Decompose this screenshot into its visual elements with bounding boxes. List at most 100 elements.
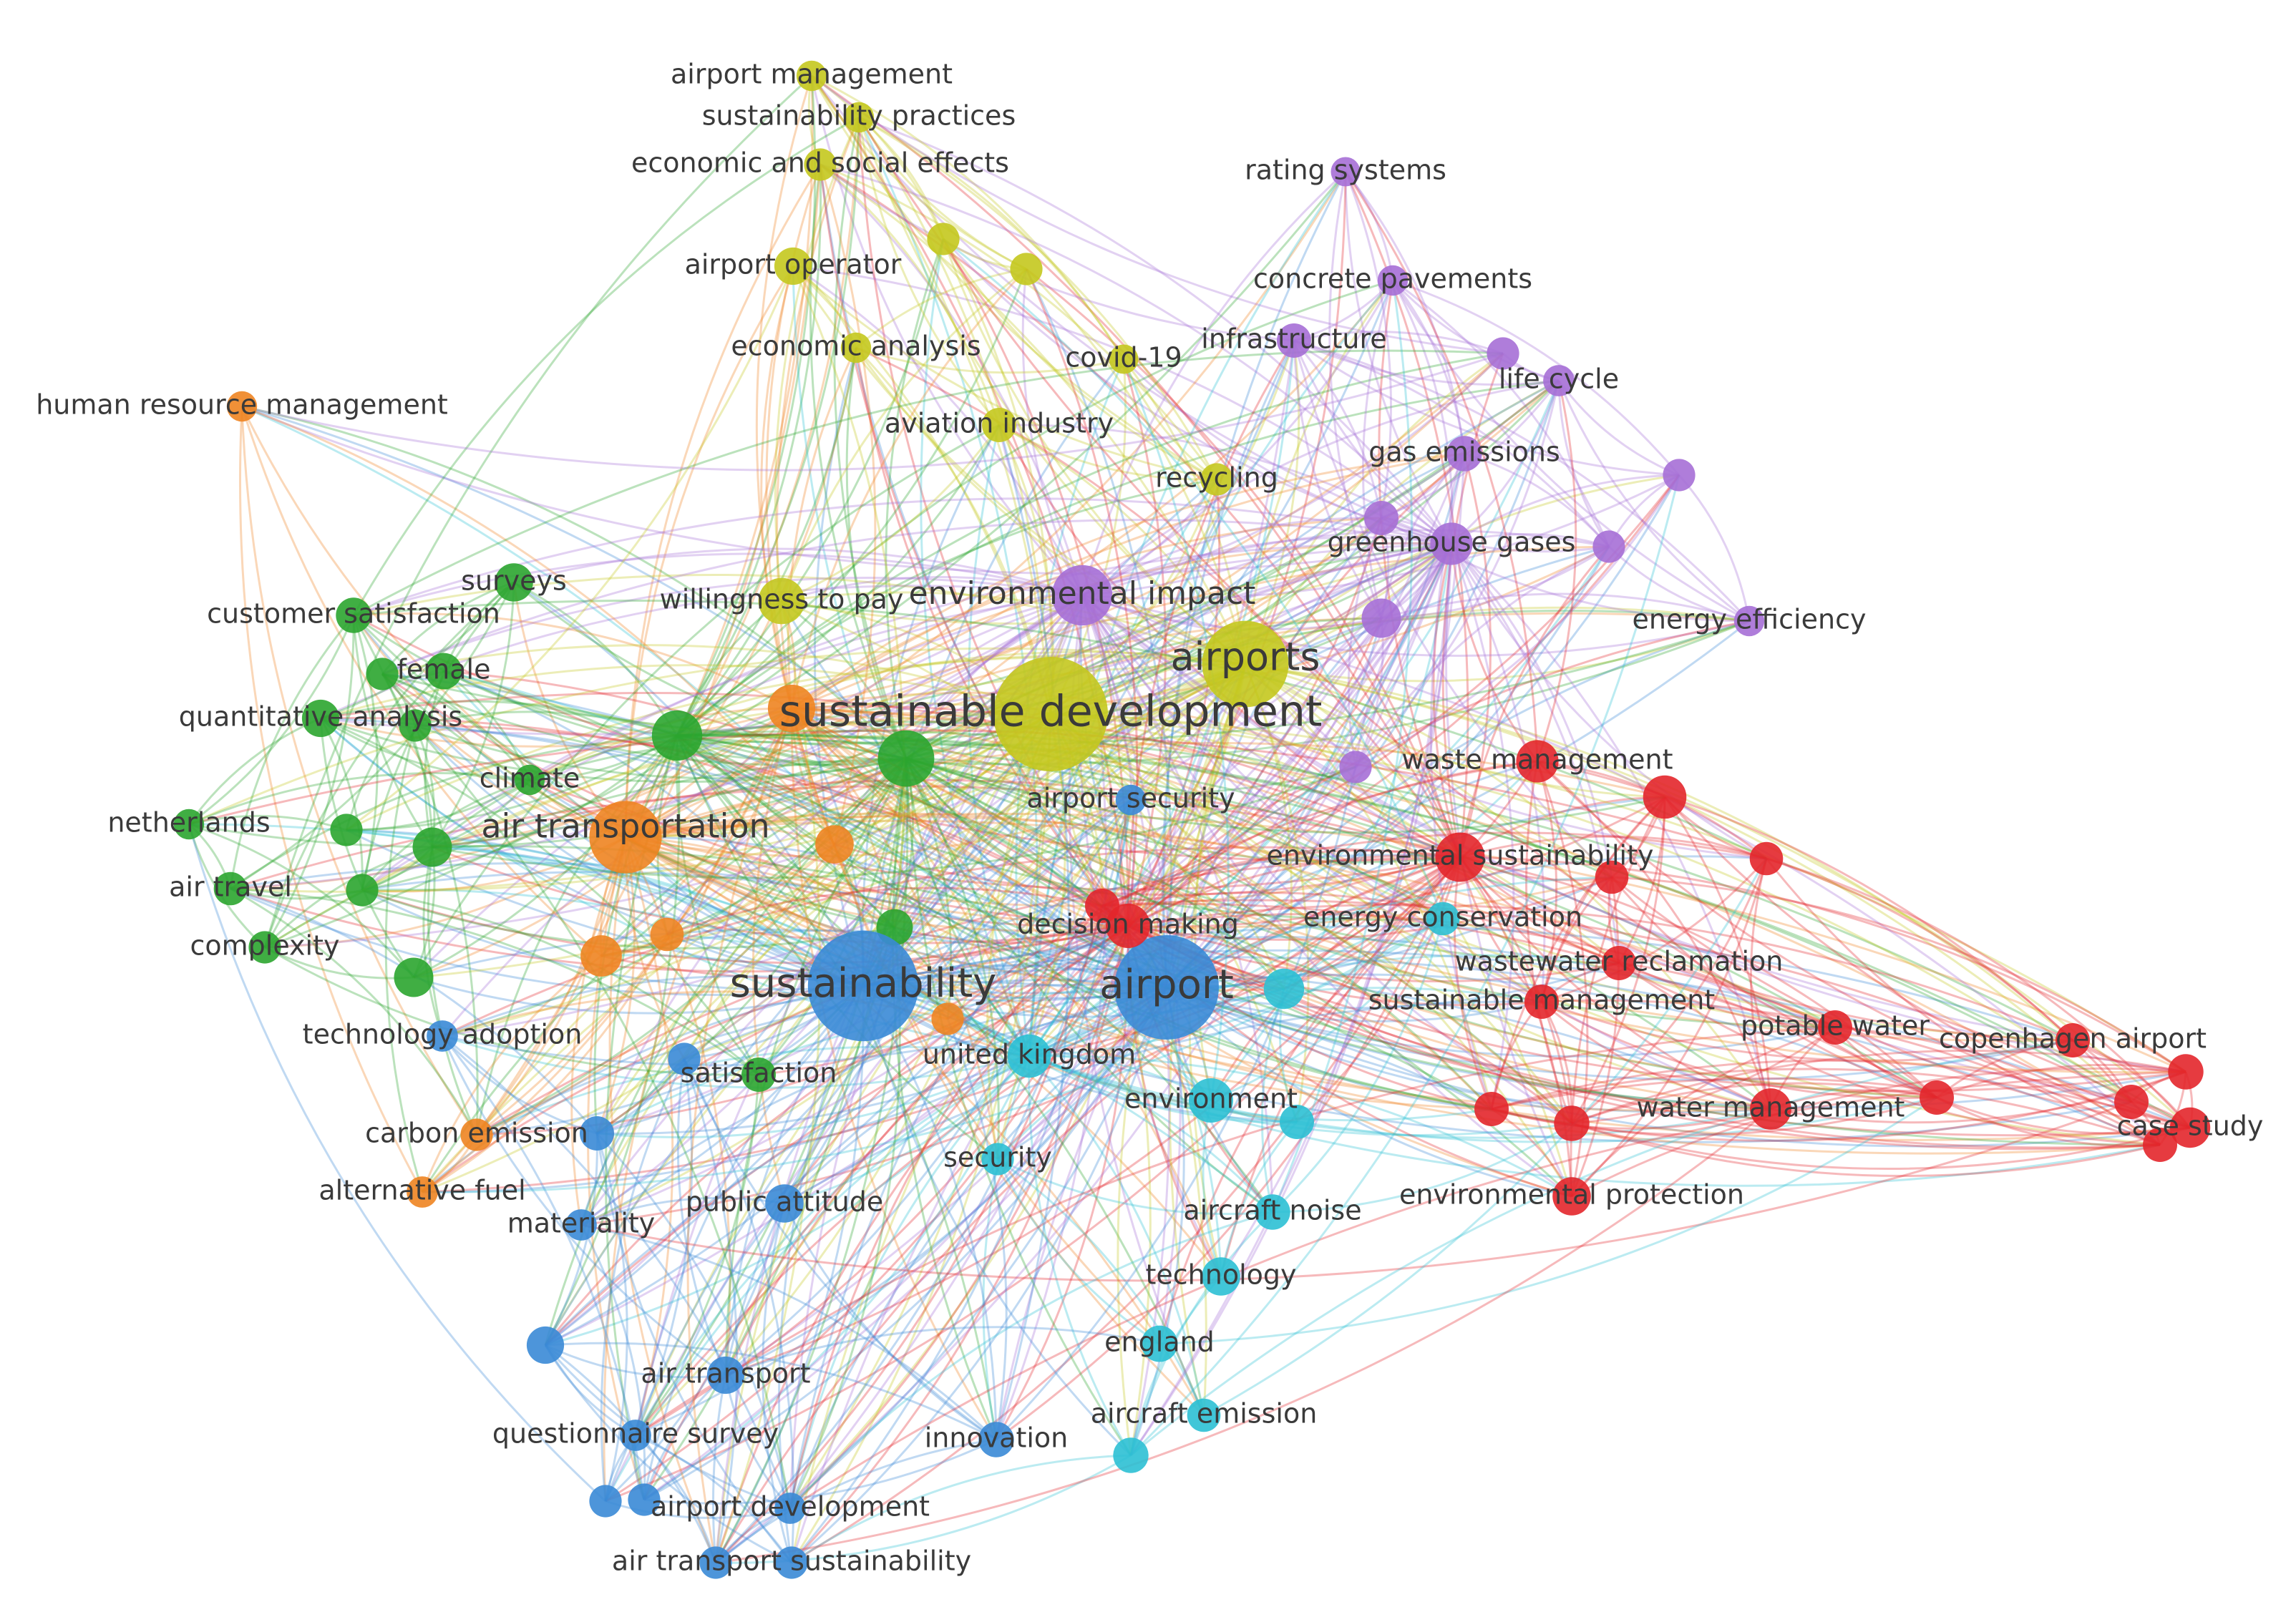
node-willingness-to-pay[interactable]	[758, 577, 805, 625]
node-alternative-fuel[interactable]	[407, 1176, 438, 1208]
node-technology[interactable]	[1202, 1257, 1240, 1296]
node-o5[interactable]	[931, 1002, 964, 1035]
node-sustainable-development[interactable]	[993, 657, 1108, 771]
node-greenhouse-gases[interactable]	[1430, 522, 1473, 565]
node-c3[interactable]	[1113, 1437, 1149, 1473]
node-aircraft-emission[interactable]	[1187, 1398, 1221, 1432]
node-b3[interactable]	[580, 1116, 614, 1151]
node-air-transportation[interactable]	[589, 801, 662, 874]
node-r8[interactable]	[1474, 1092, 1509, 1126]
node-security[interactable]	[981, 1143, 1014, 1176]
node-energy-efficiency[interactable]	[1733, 605, 1765, 637]
node-decision-making[interactable]	[1106, 904, 1150, 948]
node-wastewater-reclamation[interactable]	[1602, 946, 1636, 980]
node-infrastructure[interactable]	[1277, 323, 1311, 358]
node-b5[interactable]	[628, 1483, 661, 1516]
node-climate[interactable]	[514, 764, 545, 796]
node-united-kingdom[interactable]	[1007, 1034, 1051, 1078]
node-b2[interactable]	[668, 1042, 701, 1075]
node-p5[interactable]	[1592, 530, 1625, 563]
node-covid-19[interactable]	[1109, 344, 1139, 374]
node-surveys[interactable]	[495, 563, 533, 602]
node-aircraft-noise[interactable]	[1255, 1194, 1290, 1230]
node-p1[interactable]	[1487, 337, 1519, 370]
node-sustainable-management[interactable]	[1524, 985, 1559, 1019]
node-materiality[interactable]	[565, 1209, 597, 1241]
node-airports[interactable]	[1202, 620, 1289, 708]
node-g4[interactable]	[394, 957, 434, 997]
node-r9[interactable]	[1554, 1105, 1590, 1141]
node-r10[interactable]	[1085, 889, 1119, 923]
node-r1[interactable]	[1643, 775, 1687, 819]
node-aviation-industry[interactable]	[982, 408, 1016, 442]
node-o2[interactable]	[815, 825, 854, 864]
node-o1[interactable]	[767, 684, 816, 733]
node-complexity[interactable]	[248, 931, 281, 964]
node-r3[interactable]	[1595, 860, 1629, 894]
node-innovation[interactable]	[978, 1422, 1014, 1457]
node-r4[interactable]	[2168, 1054, 2204, 1090]
node-sustainability-practices[interactable]	[843, 102, 875, 133]
node-air-transport[interactable]	[706, 1356, 745, 1395]
node-water-management[interactable]	[1750, 1088, 1791, 1130]
node-p3[interactable]	[1364, 501, 1398, 535]
node-sustainability[interactable]	[807, 930, 919, 1042]
node-netherlands[interactable]	[173, 809, 205, 840]
node-rating-systems[interactable]	[1331, 157, 1361, 187]
node-potable-water[interactable]	[1818, 1010, 1852, 1045]
node-r7[interactable]	[1920, 1080, 1954, 1115]
node-environmental-sustainability[interactable]	[1435, 832, 1485, 882]
node-life-cycle[interactable]	[1543, 365, 1575, 396]
node-case-study[interactable]	[2169, 1107, 2211, 1148]
node-b6[interactable]	[699, 1546, 732, 1579]
node-y2[interactable]	[1010, 253, 1043, 285]
node-gas-emissions[interactable]	[1446, 436, 1482, 472]
node-o4[interactable]	[650, 917, 684, 952]
node-quantitative-analysis[interactable]	[301, 699, 340, 738]
node-waste-management[interactable]	[1516, 740, 1559, 783]
node-environmental-protection[interactable]	[1552, 1177, 1591, 1216]
node-economic-analysis[interactable]	[840, 332, 872, 363]
node-r2[interactable]	[1749, 841, 1784, 876]
node-economic-and-social-effects[interactable]	[804, 148, 837, 181]
node-b4[interactable]	[589, 1485, 622, 1518]
node-questionnaire-survey[interactable]	[620, 1420, 651, 1451]
node-human-resource-management[interactable]	[226, 391, 258, 422]
node-technology-adoption[interactable]	[427, 1020, 458, 1052]
node-g3[interactable]	[412, 827, 452, 867]
node-airport[interactable]	[1114, 935, 1219, 1040]
node-o3[interactable]	[580, 935, 622, 977]
node-airport-operator[interactable]	[774, 247, 812, 285]
node-g7[interactable]	[346, 874, 379, 907]
node-air-transport-sustainability[interactable]	[775, 1546, 808, 1579]
node-environment[interactable]	[1189, 1078, 1233, 1123]
node-g6[interactable]	[330, 814, 363, 846]
node-environmental-impact[interactable]	[1051, 565, 1113, 626]
node-p4[interactable]	[1361, 598, 1401, 638]
node-p6[interactable]	[1339, 751, 1372, 783]
node-g9[interactable]	[399, 709, 432, 742]
node-r6[interactable]	[2143, 1128, 2177, 1162]
node-b1[interactable]	[526, 1326, 565, 1364]
node-public-attitude[interactable]	[765, 1184, 804, 1223]
node-female[interactable]	[425, 653, 462, 690]
node-g5[interactable]	[366, 658, 399, 690]
node-satisfaction[interactable]	[741, 1058, 776, 1092]
node-p2[interactable]	[1663, 459, 1696, 492]
node-g1[interactable]	[651, 710, 703, 761]
node-c1[interactable]	[1263, 968, 1305, 1010]
node-customer-satisfaction[interactable]	[336, 597, 371, 633]
node-c2[interactable]	[1280, 1105, 1314, 1139]
node-concrete-pavements[interactable]	[1377, 265, 1409, 296]
node-air-travel[interactable]	[213, 871, 248, 906]
node-carbon-emission[interactable]	[460, 1118, 493, 1151]
node-y1[interactable]	[927, 223, 960, 255]
node-recycling[interactable]	[1200, 463, 1233, 496]
node-r5[interactable]	[2114, 1085, 2149, 1119]
node-airport-management[interactable]	[796, 60, 827, 92]
node-g2[interactable]	[877, 730, 935, 787]
node-england[interactable]	[1141, 1325, 1178, 1362]
node-airport-security[interactable]	[1115, 784, 1147, 816]
node-copenhagen-airport[interactable]	[2056, 1023, 2090, 1058]
node-energy-conservation[interactable]	[1426, 902, 1460, 936]
